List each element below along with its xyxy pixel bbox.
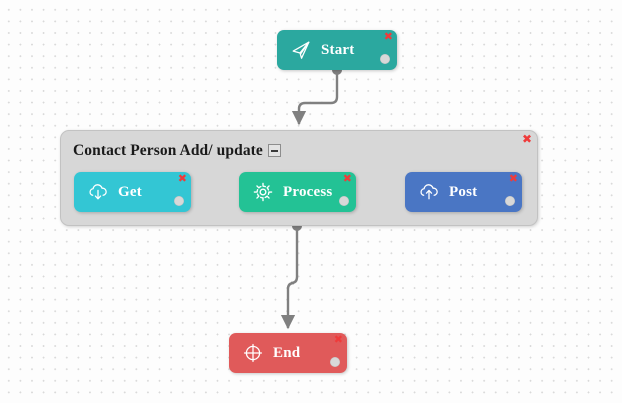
crosshair-target-icon: [242, 342, 264, 364]
cloud-download-icon: [87, 181, 109, 203]
node-process-close-icon[interactable]: ✖: [342, 172, 352, 185]
node-get-label: Get: [118, 183, 142, 200]
node-process-label: Process: [283, 183, 333, 200]
send-paper-plane-icon: [290, 39, 312, 61]
group-title-text: Contact Person Add/ update: [73, 142, 263, 159]
node-post-status-dot[interactable]: [505, 196, 515, 206]
node-end-status-dot[interactable]: [330, 357, 340, 367]
node-post-label: Post: [449, 183, 478, 200]
connector-start-to-group: [291, 65, 342, 126]
group-title: Contact Person Add/ update: [73, 142, 281, 160]
node-end-label: End: [273, 344, 301, 361]
node-process[interactable]: Process ✖: [239, 172, 356, 212]
gear-icon: [252, 181, 274, 203]
group-collapse-button[interactable]: [267, 143, 281, 157]
node-end-close-icon[interactable]: ✖: [333, 333, 343, 346]
node-get-close-icon[interactable]: ✖: [177, 172, 187, 185]
node-start-status-dot[interactable]: [380, 54, 390, 64]
cloud-upload-icon: [418, 181, 440, 203]
node-start[interactable]: Start ✖: [277, 30, 397, 70]
node-post[interactable]: Post ✖: [405, 172, 522, 212]
connector-group-to-end: [280, 221, 302, 330]
node-start-label: Start: [321, 41, 355, 58]
node-get-status-dot[interactable]: [174, 196, 184, 206]
group-close-icon[interactable]: ✖: [521, 132, 532, 146]
node-process-status-dot[interactable]: [339, 196, 349, 206]
node-start-close-icon[interactable]: ✖: [383, 30, 393, 43]
node-get[interactable]: Get ✖: [74, 172, 191, 212]
node-post-close-icon[interactable]: ✖: [508, 172, 518, 185]
node-end[interactable]: End ✖: [229, 333, 347, 373]
